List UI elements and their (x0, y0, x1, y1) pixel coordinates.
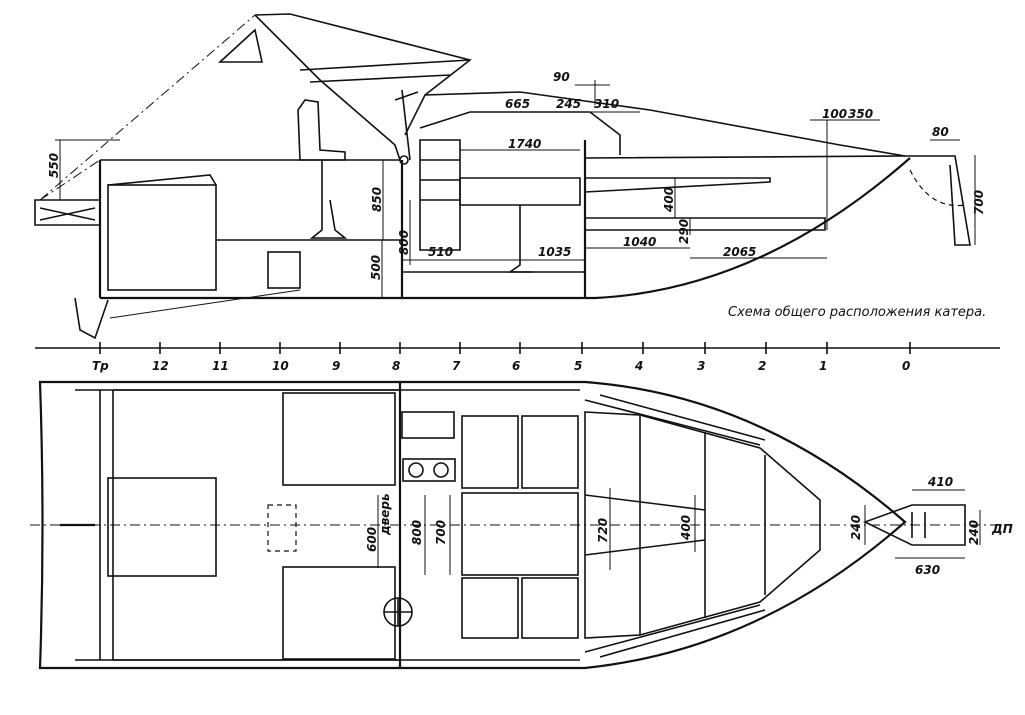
outboard-motor-box (107, 184, 217, 291)
station-label: 12 (152, 359, 169, 373)
station-label: Тр (92, 359, 109, 373)
station-label: 4 (634, 359, 643, 373)
bow-pulpit-swing (909, 169, 966, 207)
dim-550: 550 (47, 153, 61, 178)
bow-pulpit (905, 155, 971, 246)
dim-410: 410 (927, 475, 953, 489)
forepeak-cushion-lines (584, 415, 766, 635)
dim-290: 290 (677, 219, 691, 244)
canopy-triangle (217, 28, 263, 63)
fuel-tank (267, 251, 301, 289)
dim-800-plan: 800 (410, 520, 424, 545)
dim-850: 850 (370, 187, 384, 212)
bow-pulpit-plan (862, 504, 966, 546)
dim-510: 510 (428, 245, 453, 259)
station-label: 0 (902, 359, 910, 373)
windscreen-top (254, 13, 472, 96)
dim-90: 90 (553, 70, 570, 84)
steering-wheel-spokes (384, 598, 412, 626)
dim-700: 700 (972, 190, 986, 215)
dim-700-plan: 700 (434, 520, 448, 545)
dim-500: 500 (369, 255, 383, 280)
station-label: 5 (574, 359, 582, 373)
dim-1035: 1035 (538, 245, 571, 259)
dim-350: 350 (848, 107, 873, 121)
cabin-berth (459, 177, 581, 206)
canopy-outline (39, 14, 256, 201)
dim-2065: 2065 (723, 245, 756, 259)
side-dimension-lines (55, 80, 976, 298)
dim-310: 310 (594, 97, 619, 111)
plan-dimension-lines (377, 488, 981, 575)
centre-plane-label: ДП (991, 522, 1013, 536)
forepeak-berth (584, 177, 826, 231)
table-post (507, 205, 532, 273)
galley-sink (401, 411, 455, 439)
stove (402, 458, 456, 482)
cabin-seat-4 (521, 577, 579, 639)
tiller-line (109, 289, 301, 319)
door-label: дверь (378, 493, 392, 536)
dim-720: 720 (596, 518, 610, 543)
dim-400-plan: 400 (679, 515, 693, 541)
dim-400: 400 (662, 187, 676, 213)
dim-100: 100 (822, 107, 847, 121)
cabin-table (461, 492, 579, 576)
station-label: 2 (758, 359, 766, 373)
cabin-seat-3 (461, 577, 519, 639)
outboard-leg (74, 297, 109, 340)
steering-pivot (399, 155, 409, 165)
cabin-seat-1 (461, 415, 519, 489)
engine-well (107, 477, 217, 577)
station-label: 11 (212, 359, 229, 373)
station-label: 6 (512, 359, 520, 373)
motor-cowl (107, 174, 217, 186)
dim-240-a: 240 (849, 515, 863, 540)
hull-bottom-line (100, 157, 911, 300)
cabin-seat-2 (521, 415, 579, 489)
dim-80: 80 (932, 125, 949, 139)
centre-hatch (267, 504, 297, 552)
dim-665: 665 (505, 97, 530, 111)
drawing-caption: Схема общего расположения катера. (728, 305, 986, 320)
helm-seat (297, 99, 346, 161)
seat-post (309, 160, 348, 239)
hatch-aft-right (282, 566, 396, 660)
cabin-roof (404, 91, 906, 157)
dim-800: 800 (397, 230, 411, 255)
stern-bracket (34, 199, 101, 226)
dim-240-b: 240 (967, 520, 981, 545)
forepeak-berth-outline (584, 411, 821, 639)
steering-column (394, 89, 419, 161)
windscreen-inner (299, 59, 471, 83)
station-label: 7 (452, 359, 461, 373)
station-label: 9 (332, 359, 340, 373)
station-label: 1 (819, 359, 827, 373)
dim-1040: 1040 (623, 235, 656, 249)
plan-hull-outline (38, 380, 907, 670)
station-label: 3 (697, 359, 705, 373)
dim-600: 600 (365, 527, 379, 552)
side-view (34, 13, 971, 340)
plan-cockpit-edge (112, 389, 400, 661)
plan-view (30, 380, 1005, 670)
side-deck-stbd (584, 604, 766, 658)
stove-burner-1 (408, 462, 424, 478)
dim-245: 245 (556, 97, 581, 111)
dim-630: 630 (915, 563, 940, 577)
deck-line (100, 155, 906, 161)
side-deck-port (584, 394, 766, 446)
windscreen-side (254, 14, 401, 161)
hatch-aft-left (282, 392, 396, 486)
dim-1740: 1740 (508, 137, 541, 151)
galley-unit (419, 139, 461, 251)
station-label: 8 (392, 359, 400, 373)
station-label: 10 (272, 359, 289, 373)
stove-burner-2 (433, 462, 449, 478)
